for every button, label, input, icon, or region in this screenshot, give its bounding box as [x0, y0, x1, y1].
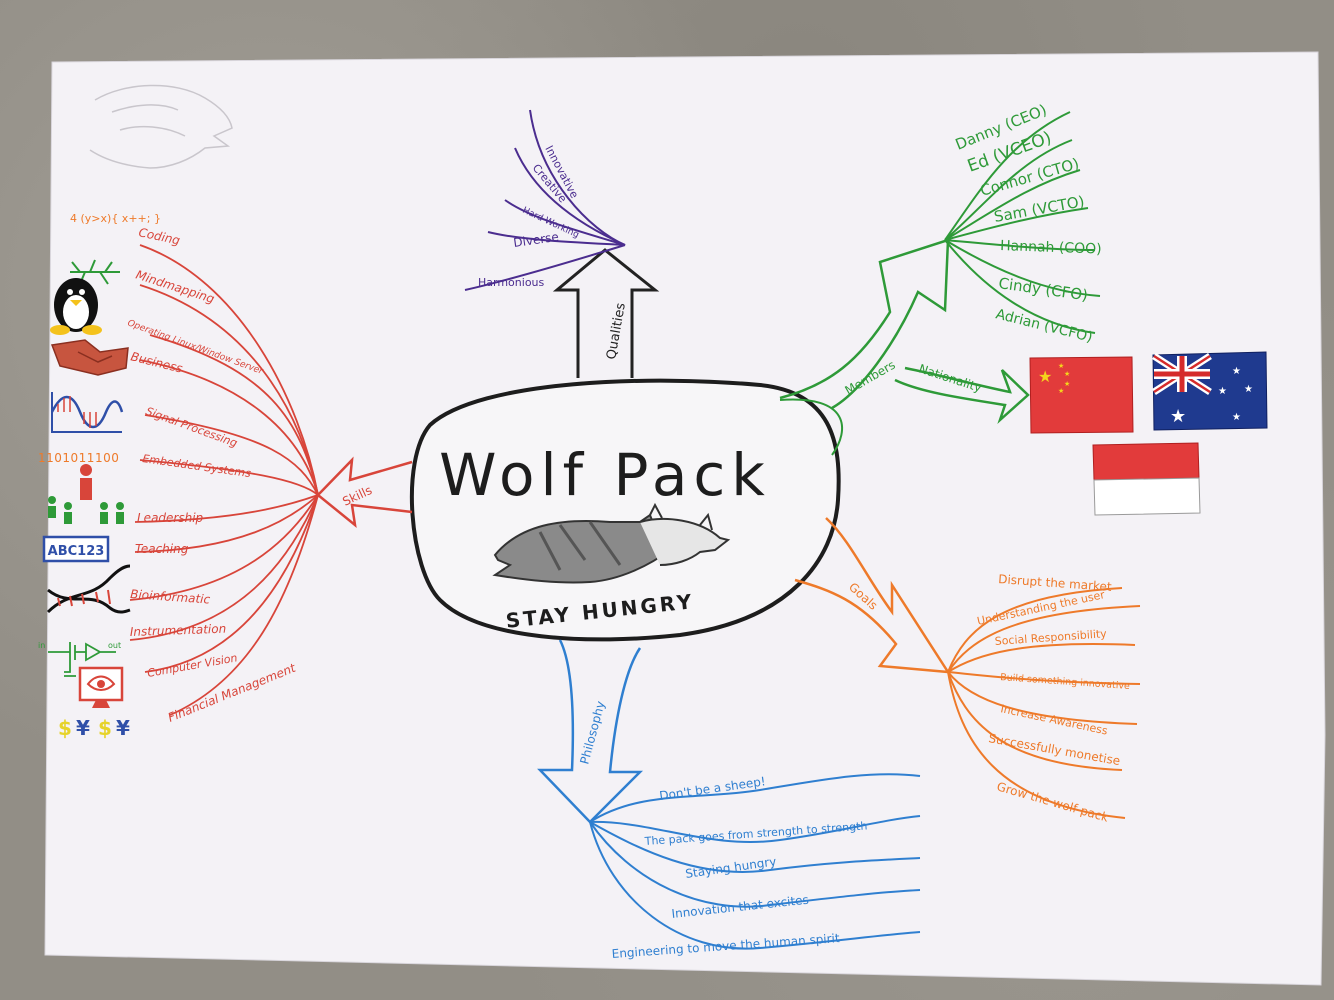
indonesia-flag-icon: [1092, 442, 1201, 516]
skill-item: Leadership: [137, 511, 204, 525]
svg-text:★: ★: [1232, 366, 1241, 377]
circuit-icon: in out: [38, 641, 121, 677]
dna-icon: [46, 564, 131, 614]
australia-flag-icon: ★ ★ ★ ★ ★: [1152, 351, 1268, 431]
svg-text:$: $: [58, 716, 72, 740]
svg-text:$: $: [98, 716, 112, 740]
svg-text:★: ★: [1064, 380, 1070, 388]
center-title: Wolf Pack: [439, 441, 771, 509]
nationality-branch: Nationality ★ ★ ★ ★ ★ ★ ★ ★ ★: [894, 351, 1268, 516]
center-node: Wolf Pack STAY HUNGRY: [409, 378, 841, 642]
people-icon: [48, 464, 124, 524]
mindmap-icon: [70, 259, 120, 285]
eye-monitor-icon: [78, 666, 124, 708]
wolves-drawing-icon: [492, 502, 731, 584]
member-item: Hannah (COO): [1000, 238, 1102, 258]
svg-text:★: ★: [1058, 362, 1064, 370]
skill-item: Bioinformatic: [130, 587, 211, 607]
pencil-dragon-sketch: [89, 84, 233, 169]
abc-board-icon: ABC123: [42, 535, 110, 563]
skill-item: Instrumentation: [130, 622, 227, 639]
quality-item: Diverse: [512, 230, 559, 250]
svg-text:¥: ¥: [76, 716, 90, 740]
china-flag-icon: ★ ★ ★ ★ ★: [1029, 356, 1134, 434]
code-icon: 4 (y>x){ x++; }: [70, 212, 161, 225]
binary-icon: 1101011100: [38, 451, 119, 465]
svg-text:★: ★: [1064, 370, 1070, 378]
svg-text:★: ★: [1218, 386, 1227, 397]
quality-item: Harmonious: [478, 276, 545, 289]
svg-text:★: ★: [1170, 406, 1186, 427]
svg-text:★: ★: [1038, 367, 1052, 386]
waveform-icon: [50, 392, 124, 433]
skill-item: Teaching: [135, 542, 189, 556]
svg-text:¥: ¥: [116, 716, 130, 740]
svg-text:★: ★: [1232, 412, 1241, 423]
svg-text:★: ★: [1244, 384, 1253, 395]
abc-board-text: ABC123: [48, 544, 105, 559]
circuit-in-label: in: [38, 641, 45, 650]
tux-penguin-icon: [50, 278, 102, 335]
currency-icon: $ ¥ $ ¥: [58, 716, 130, 740]
svg-text:★: ★: [1058, 387, 1064, 395]
handshake-icon: [50, 339, 129, 376]
circuit-out-label: out: [108, 641, 121, 650]
